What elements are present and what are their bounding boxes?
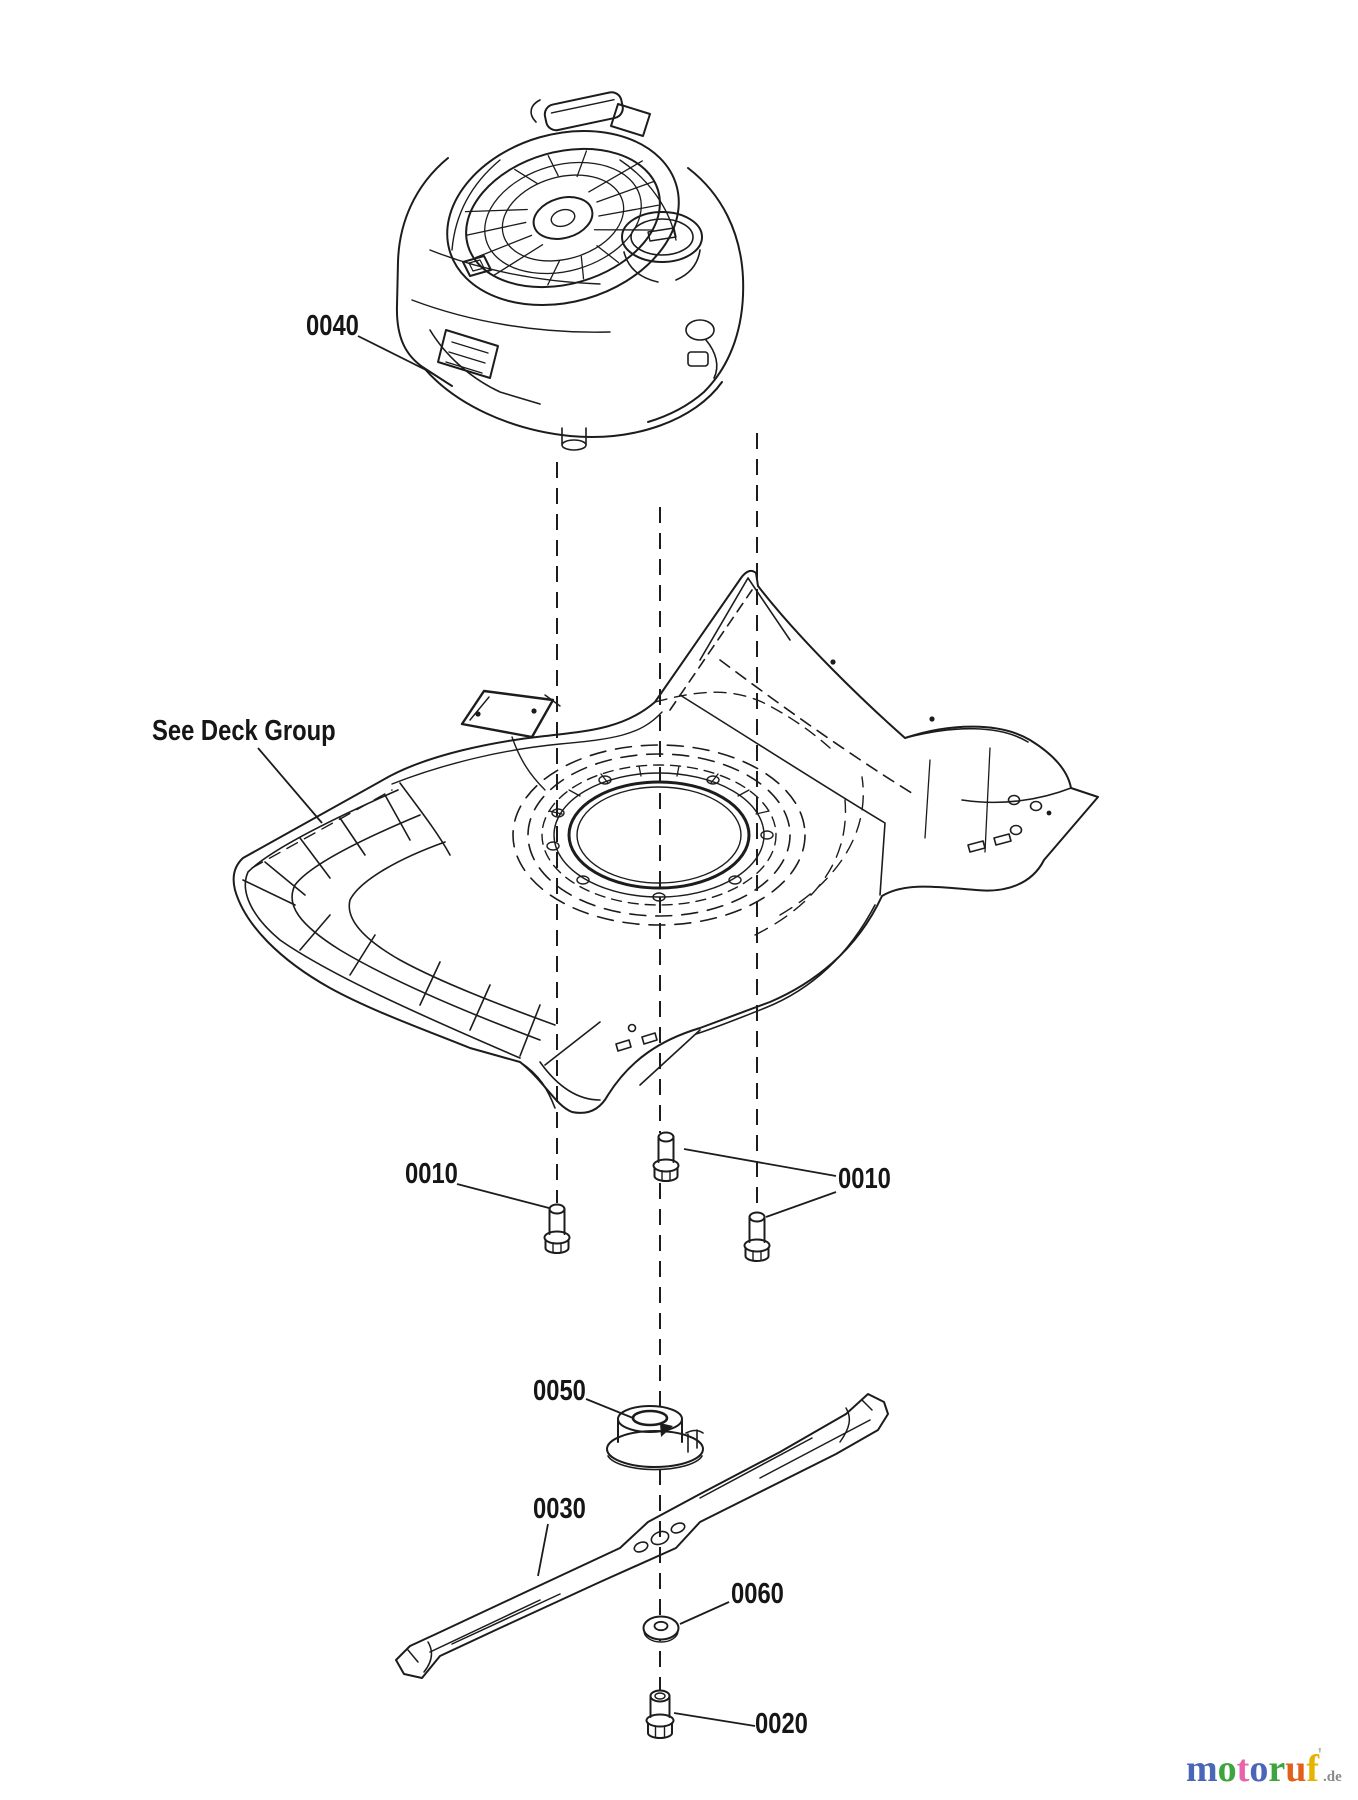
callout-deck-note: See Deck Group bbox=[152, 715, 336, 747]
leader-0040 bbox=[357, 335, 429, 372]
watermark-letter: u bbox=[1285, 1748, 1307, 1790]
watermark-letter: t bbox=[1236, 1748, 1250, 1790]
leader-see-deck-group bbox=[257, 747, 323, 824]
cover-plate bbox=[460, 689, 561, 791]
leader-0010-left bbox=[456, 1183, 550, 1209]
deck-rim-line bbox=[391, 711, 663, 785]
engine-bolt-right bbox=[743, 1211, 771, 1262]
leader-0010-right-upper bbox=[683, 1148, 837, 1177]
muffler-grill bbox=[429, 329, 541, 405]
starter-handle bbox=[543, 91, 624, 132]
motoruf-watermark: motoruf' .de bbox=[1186, 1745, 1342, 1790]
callout-engine-ref: 0040 bbox=[306, 310, 359, 342]
engine-bolt-left bbox=[543, 1203, 571, 1254]
leader-0060 bbox=[679, 1601, 730, 1625]
watermark-letter: o bbox=[1217, 1748, 1237, 1790]
callout-adapter-ref: 0050 bbox=[533, 1375, 586, 1407]
recoil-housing bbox=[446, 129, 680, 307]
callout-washer-ref: 0060 bbox=[731, 1578, 784, 1610]
discharge-chute bbox=[242, 782, 556, 1059]
rear-bracket bbox=[904, 727, 1072, 853]
watermark-letter: f bbox=[1306, 1748, 1319, 1790]
deck-rim-dashed bbox=[251, 789, 393, 869]
brand-diamond bbox=[462, 255, 492, 277]
watermark-letter: m bbox=[1186, 1748, 1218, 1790]
deck-center-boss bbox=[512, 744, 864, 936]
blade-adapter bbox=[606, 1405, 704, 1471]
deck-outline bbox=[232, 569, 1099, 1114]
leader-0050 bbox=[585, 1398, 634, 1419]
callout-bolt-right-ref: 0010 bbox=[838, 1163, 891, 1195]
watermark-suffix: .de bbox=[1322, 1769, 1342, 1785]
deck-hidden-edge bbox=[654, 691, 831, 749]
blade bbox=[395, 1393, 889, 1679]
callout-bolt-left-ref: 0010 bbox=[405, 1158, 458, 1190]
rear-arm bbox=[669, 577, 935, 896]
callout-blade-ref: 0030 bbox=[533, 1493, 586, 1525]
engine-illustration bbox=[395, 91, 745, 451]
leader-0020 bbox=[673, 1712, 756, 1727]
washer bbox=[642, 1615, 680, 1643]
deck-illustration bbox=[232, 569, 1099, 1114]
watermark-tick: ' bbox=[1316, 1744, 1323, 1766]
leader-0010-right-lower bbox=[765, 1191, 837, 1218]
watermark-letter: r bbox=[1268, 1748, 1286, 1790]
front-tongue bbox=[519, 904, 876, 1109]
carburetor bbox=[685, 319, 718, 379]
callout-blade-bolt-ref: 0020 bbox=[755, 1708, 808, 1740]
engine-bolt-middle bbox=[652, 1131, 680, 1182]
watermark-letter: o bbox=[1249, 1748, 1269, 1790]
alignment-dashed-lines bbox=[556, 433, 758, 1690]
leader-0030 bbox=[537, 1523, 549, 1577]
blade-bolt bbox=[645, 1689, 675, 1739]
fuel-cap bbox=[621, 211, 703, 283]
leader-lines bbox=[257, 335, 837, 1727]
